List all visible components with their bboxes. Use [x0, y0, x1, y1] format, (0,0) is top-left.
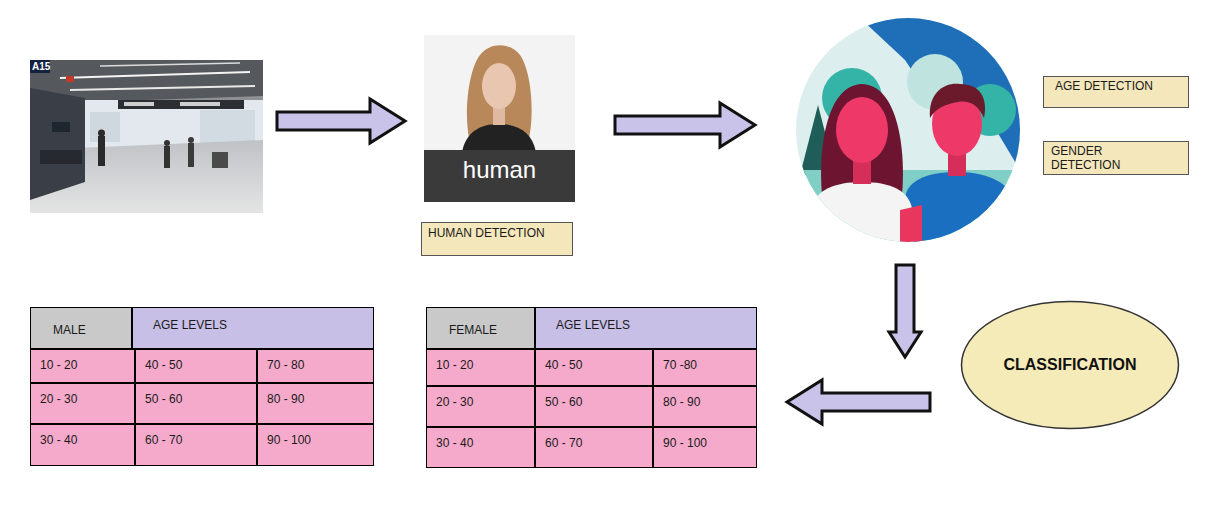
photo-seats	[40, 150, 82, 164]
photo-exit-sign	[66, 76, 74, 82]
table-header: AGE LEVELS	[556, 318, 752, 332]
photo-seating	[30, 88, 85, 200]
table-cell-text: 20 - 30	[436, 395, 530, 409]
human-photo-ground	[424, 35, 575, 202]
woman-hair	[821, 84, 903, 195]
block-arrow	[277, 99, 405, 143]
gate-sign-text: A15	[32, 60, 50, 73]
table-cell: 40 - 50	[535, 349, 653, 386]
human-body	[462, 124, 536, 152]
photo-person	[98, 136, 105, 166]
photo-screen	[52, 122, 70, 132]
table-cell: 90 - 100	[257, 424, 374, 466]
photo-person	[164, 140, 170, 146]
table-cell-text: 20 - 30	[40, 392, 130, 406]
table-cell: 70 -80	[653, 349, 757, 386]
label-box: GENDER DETECTION	[1043, 141, 1189, 175]
table-cell-text: 70 -80	[663, 358, 752, 372]
table-cell-text: 10 - 20	[40, 358, 130, 372]
photo-frame: A15	[30, 60, 263, 213]
table-cell-text: 40 - 50	[545, 358, 648, 372]
table-cell-text: 40 - 50	[145, 358, 252, 372]
airport-photo	[30, 60, 263, 213]
table-cell: AGE LEVELS	[535, 307, 757, 349]
man-hair	[930, 84, 985, 118]
block-arrow	[889, 265, 921, 357]
photo-sign-bar	[118, 100, 244, 109]
table-cell: 50 - 60	[535, 386, 653, 427]
table-cell: MALE	[30, 307, 132, 349]
table-cell: 60 - 70	[135, 424, 257, 466]
woman-bag	[900, 205, 922, 242]
table-cell: 80 - 90	[257, 383, 374, 424]
table-cell: AGE LEVELS	[132, 307, 374, 349]
table-cell-text: 10 - 20	[436, 358, 530, 372]
photo-person	[98, 130, 105, 137]
table-cell-text: 50 - 60	[145, 392, 252, 406]
photo-person	[164, 146, 170, 168]
table-cell-text: 60 - 70	[545, 436, 648, 450]
table-cell-text: 80 - 90	[663, 395, 752, 409]
table-cell: 20 - 30	[30, 383, 135, 424]
photo-person	[188, 137, 194, 143]
table-cell: 90 - 100	[653, 427, 757, 468]
table-cell-text: 60 - 70	[145, 433, 252, 447]
table-cell-text: 90 - 100	[663, 436, 752, 450]
photo-window-wall	[80, 100, 263, 148]
block-arrow	[787, 380, 930, 424]
label-box: AGE DETECTION	[1043, 76, 1189, 108]
photo-person	[188, 143, 194, 167]
table-cell: 10 - 20	[426, 349, 535, 386]
table-cell: 10 - 20	[30, 349, 135, 383]
table-cell: 80 - 90	[653, 386, 757, 427]
ceiling-light	[60, 72, 250, 78]
table-cell-text: 90 - 100	[267, 433, 369, 447]
human-photo	[424, 35, 575, 202]
box-label: AGE DETECTION	[1055, 79, 1184, 93]
table-cell: FEMALE	[426, 307, 535, 349]
table-cell: 60 - 70	[535, 427, 653, 468]
photo-ground	[30, 60, 263, 213]
table-cell-text: 30 - 40	[436, 436, 530, 450]
woman-shirt	[810, 182, 914, 242]
image-caption: human	[424, 156, 575, 184]
ceiling-light	[100, 63, 240, 66]
ellipse-outline	[962, 302, 1179, 429]
age-table: FEMALE AGE LEVELS 10 - 20 40 - 50 70 -80 20 -…	[426, 307, 757, 468]
table-cell: 30 - 40	[426, 427, 535, 468]
process-label: CLASSIFICATION	[1003, 355, 1136, 375]
people-illustration	[796, 18, 1020, 242]
age-table: MALE AGE LEVELS 10 - 20 40 - 50 70 - 80 20 - …	[30, 307, 374, 466]
process-ellipse: CLASSIFICATION	[960, 300, 1180, 430]
photo-cart	[212, 152, 228, 168]
human-caption-band	[424, 150, 575, 202]
woman-face	[836, 97, 888, 163]
table-cell-text: 50 - 60	[545, 395, 648, 409]
table-cell: 30 - 40	[30, 424, 135, 466]
photo-sign-mark	[180, 102, 220, 106]
table-header: FEMALE	[449, 323, 530, 337]
label-box: HUMAN DETECTION	[421, 222, 573, 256]
photo-sign-mark	[124, 102, 154, 106]
table-header: AGE LEVELS	[153, 318, 369, 332]
illustration-sky	[796, 18, 1020, 242]
block-arrow	[615, 103, 755, 147]
box-label: GENDER DETECTION	[1051, 144, 1141, 172]
box-label: HUMAN DETECTION	[428, 226, 568, 240]
image-frame: human	[424, 35, 575, 202]
photo-gate-sign	[30, 60, 50, 73]
table-cell: 40 - 50	[135, 349, 257, 383]
ceiling-light	[70, 86, 255, 90]
table-cell: 70 - 80	[257, 349, 374, 383]
table-cell-text: 30 - 40	[40, 433, 130, 447]
photo-window	[200, 110, 255, 144]
table-cell: 20 - 30	[426, 386, 535, 427]
table-cell: 50 - 60	[135, 383, 257, 424]
human-face	[482, 63, 516, 109]
table-cell-text: 80 - 90	[267, 392, 369, 406]
table-header: MALE	[53, 323, 127, 337]
table-cell-text: 70 - 80	[267, 358, 369, 372]
